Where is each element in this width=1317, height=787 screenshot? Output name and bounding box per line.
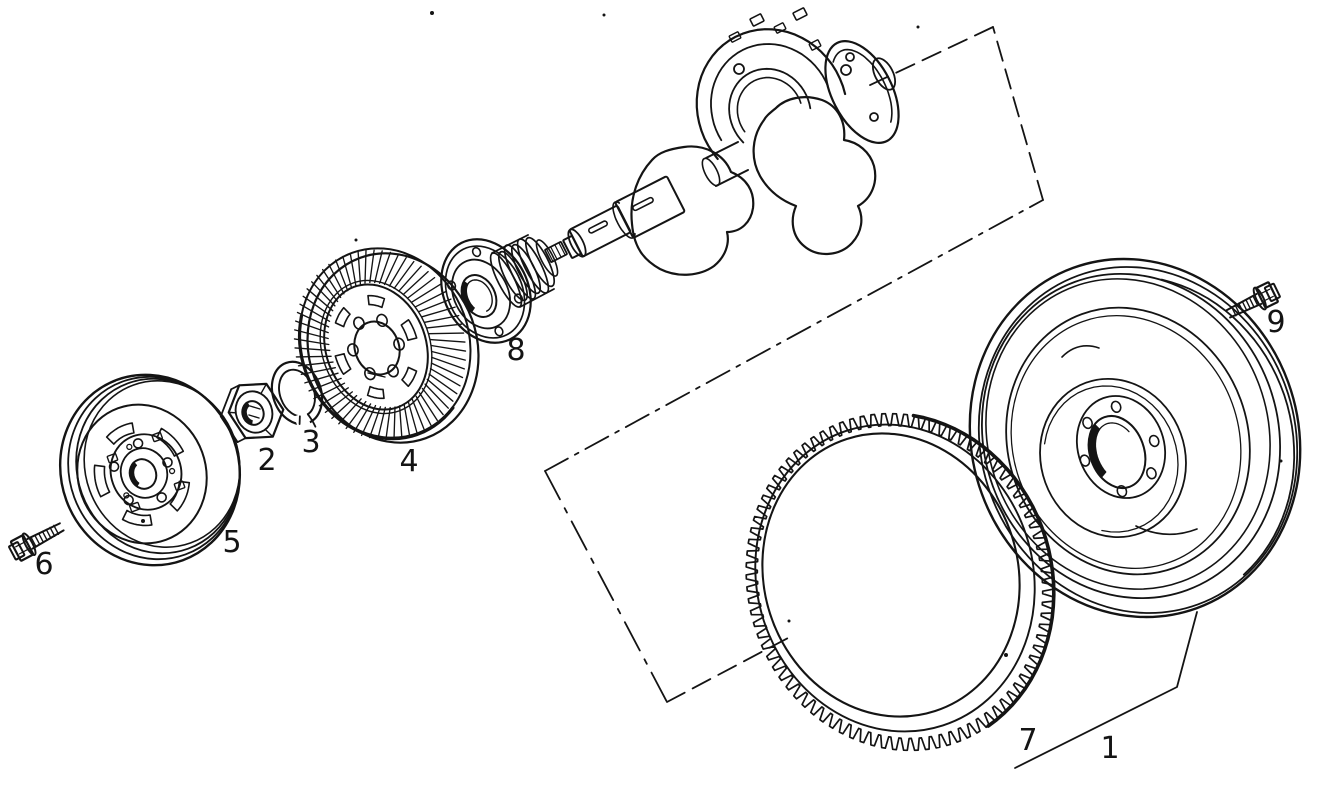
part-label-1: 1: [1100, 731, 1119, 766]
flywheel-bolt-part: [1225, 281, 1281, 319]
timing-gear-part: [293, 247, 480, 444]
part-label-9: 9: [1266, 305, 1285, 340]
part-label-8: 8: [506, 333, 525, 368]
part-label-5: 5: [222, 525, 241, 560]
lock-washer-part: [270, 360, 324, 430]
part-label-2: 2: [257, 443, 276, 478]
part-label-7: 7: [1018, 723, 1037, 758]
flywheel-part: [968, 257, 1302, 619]
label-leader-line: [1014, 611, 1198, 769]
crankshaft-part: [544, 7, 900, 276]
pulley-part: [58, 373, 242, 567]
part-label-4: 4: [399, 444, 418, 479]
ring-gear-part: [745, 412, 1056, 752]
pulley-bolt-part: [8, 522, 65, 562]
part-label-6: 6: [34, 547, 53, 582]
hub-part: [440, 234, 559, 344]
section-plane-dash-lines: [544, 26, 1044, 703]
scan-speckles: [141, 11, 1283, 657]
part-label-3: 3: [301, 425, 320, 460]
